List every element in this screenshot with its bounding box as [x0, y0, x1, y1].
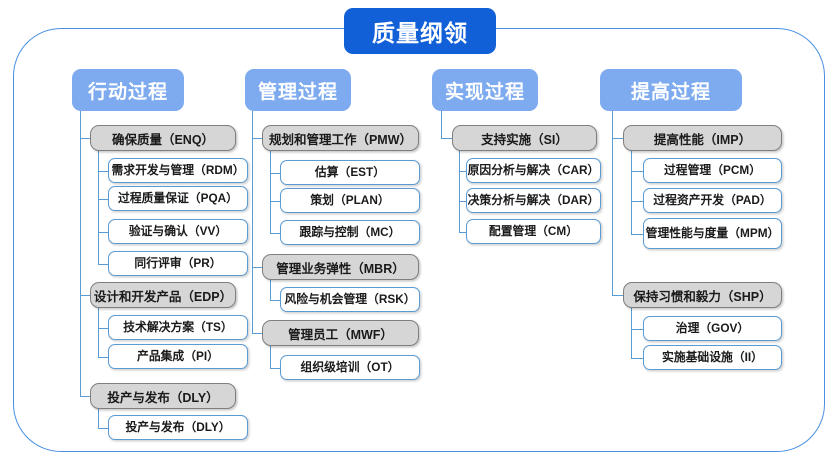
leaf-box[interactable]: 原因分析与解决（CAR） [466, 158, 601, 183]
group-box[interactable]: 确保质量（ENQ） [90, 125, 236, 151]
connector-line-vertical [631, 308, 633, 358]
group-box[interactable]: 支持实施（SI） [452, 125, 597, 151]
connector-line-horizontal [80, 138, 90, 140]
leaf-box[interactable]: 估算（EST） [280, 160, 420, 185]
group-box[interactable]: 保持习惯和毅力（SHP） [623, 282, 782, 308]
connector-line-horizontal [80, 396, 90, 398]
leaf-box[interactable]: 产品集成（PI） [108, 344, 248, 369]
connector-line-horizontal [631, 170, 643, 172]
connector-line-vertical [270, 346, 272, 368]
connector-line-horizontal [98, 231, 108, 233]
connector-line-horizontal [98, 356, 108, 358]
connector-line-vertical [252, 111, 254, 333]
leaf-box[interactable]: 技术解决方案（TS） [108, 315, 248, 340]
connector-line-vertical [270, 280, 272, 300]
leaf-box[interactable]: 过程质量保证（PQA） [108, 186, 248, 211]
connector-line-vertical [98, 308, 100, 357]
group-box[interactable]: 规划和管理工作（PMW） [262, 125, 419, 151]
group-box[interactable]: 投产与发布（DLY） [90, 383, 236, 409]
leaf-box[interactable]: 验证与确认（VV） [108, 219, 248, 244]
connector-line-vertical [98, 409, 100, 428]
connector-line-vertical [441, 111, 443, 138]
group-box[interactable]: 提高性能（IMP） [623, 125, 782, 151]
connector-line-horizontal [252, 267, 262, 269]
leaf-box[interactable]: 跟踪与控制（MC） [280, 220, 420, 245]
leaf-box[interactable]: 治理（GOV） [643, 316, 782, 341]
connector-line-horizontal [631, 328, 643, 330]
leaf-box[interactable]: 策划（PLAN） [280, 188, 420, 213]
connector-line-horizontal [612, 295, 623, 297]
leaf-box[interactable]: 配置管理（CM） [466, 219, 601, 244]
connector-line-horizontal [252, 138, 262, 140]
connector-line-horizontal [631, 357, 643, 359]
column-header-manage[interactable]: 管理过程 [245, 69, 351, 111]
page-title: 质量纲领 [344, 8, 496, 54]
leaf-box[interactable]: 投产与发布（DLY） [108, 415, 248, 440]
connector-line-horizontal [98, 170, 108, 172]
connector-line-vertical [612, 111, 614, 295]
column-header-realize[interactable]: 实现过程 [432, 69, 538, 111]
group-box[interactable]: 管理业务弹性（MBR） [262, 254, 419, 280]
connector-line-vertical [631, 151, 633, 234]
leaf-box[interactable]: 管理性能与度量（MPM） [643, 218, 782, 249]
leaf-box[interactable]: 决策分析与解决（DAR） [466, 188, 601, 213]
connector-line-horizontal [98, 427, 108, 429]
connector-line-horizontal [459, 231, 466, 233]
connector-line-vertical [80, 111, 82, 396]
connector-line-horizontal [98, 327, 108, 329]
connector-line-horizontal [459, 200, 466, 202]
leaf-box[interactable]: 风险与机会管理（RSK） [280, 287, 420, 312]
column-header-improve[interactable]: 提高过程 [600, 69, 742, 111]
group-box[interactable]: 设计和开发产品（EDP） [90, 282, 236, 308]
leaf-box[interactable]: 过程管理（PCM） [643, 158, 782, 183]
column-header-action[interactable]: 行动过程 [72, 69, 184, 111]
connector-line-horizontal [459, 170, 466, 172]
connector-line-vertical [270, 151, 272, 233]
connector-line-vertical [459, 151, 461, 232]
connector-line-horizontal [612, 138, 623, 140]
connector-line-horizontal [270, 200, 280, 202]
connector-line-horizontal [98, 198, 108, 200]
connector-line-horizontal [270, 232, 280, 234]
connector-line-horizontal [631, 233, 643, 235]
connector-line-horizontal [270, 367, 280, 369]
leaf-box[interactable]: 同行评审（PR） [108, 251, 248, 276]
connector-line-horizontal [98, 263, 108, 265]
connector-line-vertical [98, 151, 100, 264]
connector-line-horizontal [441, 138, 452, 140]
connector-line-horizontal [80, 295, 90, 297]
connector-line-horizontal [270, 299, 280, 301]
leaf-box[interactable]: 过程资产开发（PAD） [643, 188, 782, 213]
connector-line-horizontal [631, 200, 643, 202]
leaf-box[interactable]: 需求开发与管理（RDM） [108, 158, 248, 183]
connector-line-horizontal [252, 333, 262, 335]
leaf-box[interactable]: 组织级培训（OT） [280, 355, 420, 380]
leaf-box[interactable]: 实施基础设施（II） [643, 345, 782, 370]
group-box[interactable]: 管理员工（MWF） [262, 320, 419, 346]
connector-line-horizontal [270, 172, 280, 174]
